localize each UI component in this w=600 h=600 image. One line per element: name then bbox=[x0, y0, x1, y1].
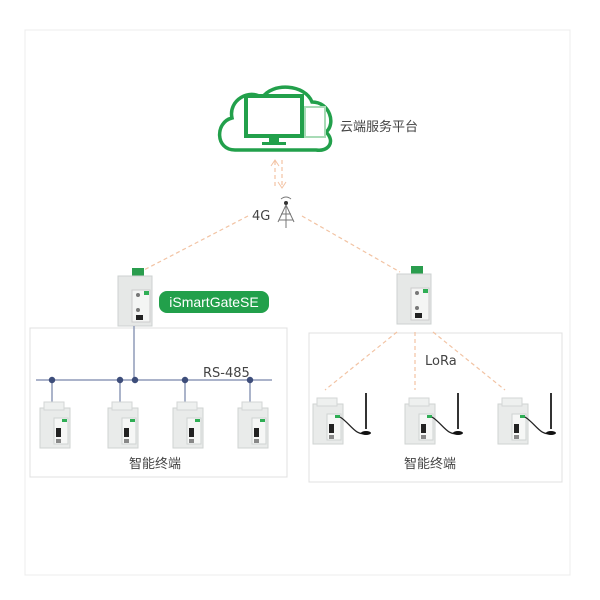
rs485-label: RS-485 bbox=[203, 366, 250, 381]
svg-text:iSmartGateSE: iSmartGateSE bbox=[169, 294, 258, 310]
gateway-device-right bbox=[396, 265, 432, 325]
terminal-device bbox=[237, 401, 269, 449]
terminal-device bbox=[39, 401, 71, 449]
lora-label: LoRa bbox=[425, 354, 457, 369]
cellular-label: 4G bbox=[252, 209, 270, 224]
antenna-icon bbox=[431, 392, 464, 436]
bus-nodes bbox=[48, 376, 254, 404]
wireless-group-caption: 智能终端 bbox=[404, 456, 456, 472]
lora-link bbox=[324, 331, 398, 391]
wireless-terminal-group bbox=[308, 332, 563, 483]
cell-tower-icon bbox=[277, 196, 295, 228]
lora-terminal-device bbox=[404, 397, 436, 445]
lora-terminal-device bbox=[312, 397, 344, 445]
antenna-icon bbox=[524, 392, 557, 436]
cloud-platform-label: 云端服务平台 bbox=[340, 119, 418, 135]
link-4g-left bbox=[139, 215, 249, 273]
gateway-device-left bbox=[117, 267, 153, 327]
gateway-name-badge: iSmartGateSE bbox=[159, 291, 269, 313]
terminal-device bbox=[107, 401, 139, 449]
wired-group-caption: 智能终端 bbox=[129, 456, 181, 472]
wired-terminal-group bbox=[29, 327, 288, 478]
cloud-platform-icon bbox=[217, 85, 333, 152]
lora-terminal-device bbox=[497, 397, 529, 445]
uplink-arrows bbox=[270, 159, 287, 189]
antenna-icon bbox=[339, 392, 372, 436]
terminal-device bbox=[172, 401, 204, 449]
link-4g-right bbox=[301, 215, 401, 273]
lora-link bbox=[432, 331, 506, 391]
outer-frame bbox=[24, 29, 571, 576]
